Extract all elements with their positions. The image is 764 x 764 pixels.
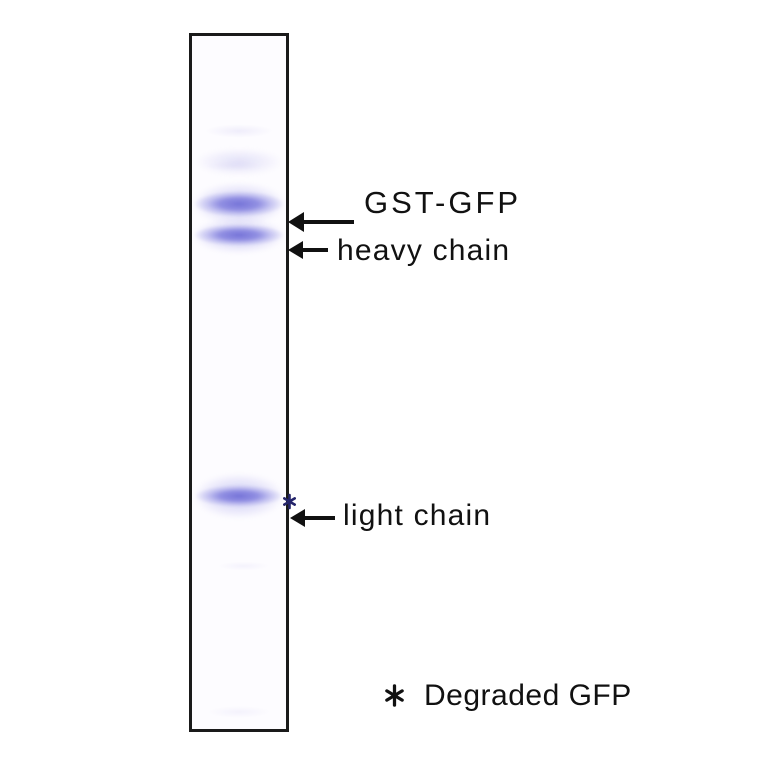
light-chain-band (195, 485, 283, 507)
faint-upper-band (195, 148, 283, 176)
gst-gfp-arrowhead-icon (288, 212, 304, 232)
gst-gfp-band (194, 191, 284, 217)
gst-gfp-arrow-line (302, 220, 354, 224)
heavy-chain-label: heavy chain (337, 234, 511, 267)
heavy-chain-band-halo (192, 217, 286, 254)
legend-asterisk-icon (385, 684, 404, 707)
degraded-gfp-asterisk-icon (283, 493, 296, 510)
light-chain-arrowhead-icon (290, 509, 305, 527)
heavy-chain-arrowhead-icon (288, 241, 303, 259)
gst-gfp-label: GST-GFP (364, 185, 522, 220)
gel-lane (189, 33, 289, 732)
legend-label: Degraded GFP (424, 679, 632, 712)
light-chain-label: light chain (343, 499, 492, 532)
light-chain-arrow-line (303, 516, 335, 520)
heavy-chain-arrow-line (300, 248, 328, 252)
heavy-chain-band (194, 224, 284, 246)
light-chain-band-halo (193, 473, 285, 519)
gst-gfp-band-halo (192, 182, 286, 226)
